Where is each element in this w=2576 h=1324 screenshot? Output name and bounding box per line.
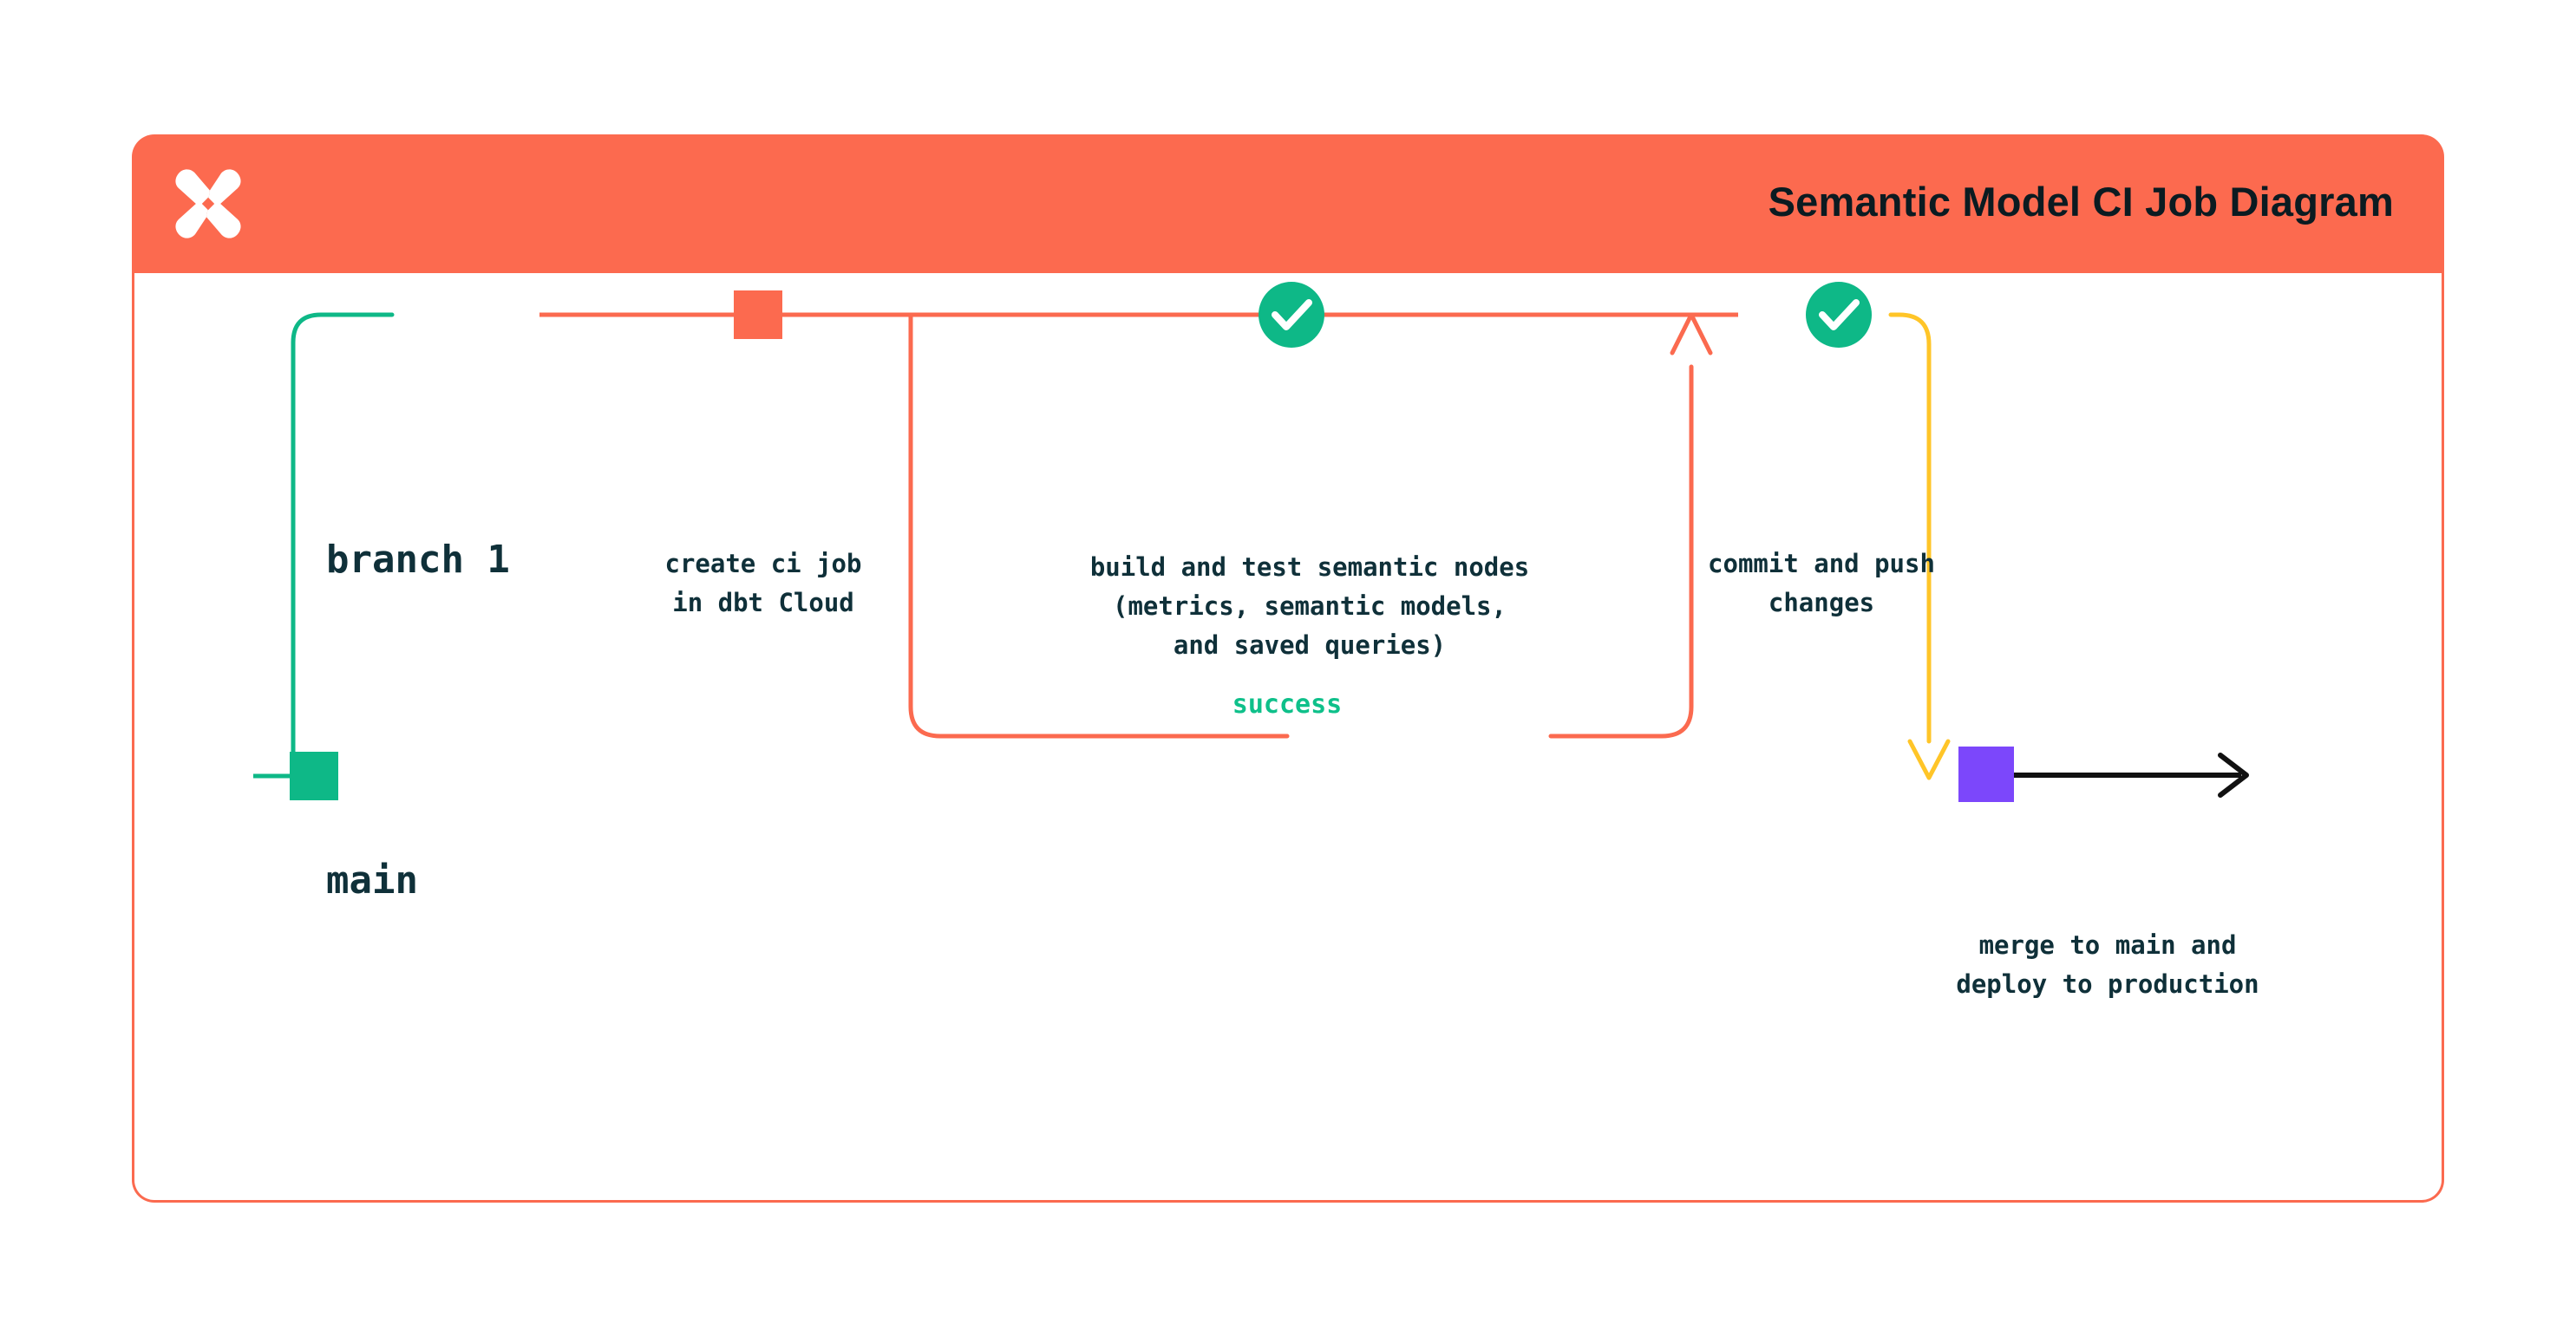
node-caption-build-and-test: build and test semantic nodes (metrics, … bbox=[1089, 552, 1530, 660]
page-title: Semantic Model CI Job Diagram bbox=[1768, 179, 2394, 225]
node-caption-commit-and-push: commit and push changes bbox=[1708, 549, 1935, 617]
node-marker-create-ci-job bbox=[734, 290, 782, 339]
edge-production-arrow bbox=[2014, 753, 2249, 798]
node-marker-commit-and-push bbox=[1806, 282, 1872, 348]
lane-label-branch-1: branch 1 bbox=[326, 538, 510, 582]
node-caption-merge-to-main: merge to main and deploy to production bbox=[1956, 930, 2259, 999]
node-marker-merge-to-main bbox=[1958, 747, 2014, 802]
edge-label-success: success bbox=[1166, 689, 1409, 720]
dbt-logo-icon bbox=[167, 162, 250, 245]
branch-flow-diagram bbox=[253, 282, 2249, 802]
node-marker-main-start bbox=[290, 752, 338, 800]
node-caption-create-ci-job: create ci job in dbt Cloud bbox=[664, 549, 862, 617]
lane-label-main: main bbox=[326, 858, 418, 903]
diagram-card-header: Semantic Model CI Job Diagram bbox=[132, 134, 2444, 273]
node-marker-build-and-test bbox=[1259, 282, 1324, 348]
edge-success-loop bbox=[908, 312, 1713, 739]
